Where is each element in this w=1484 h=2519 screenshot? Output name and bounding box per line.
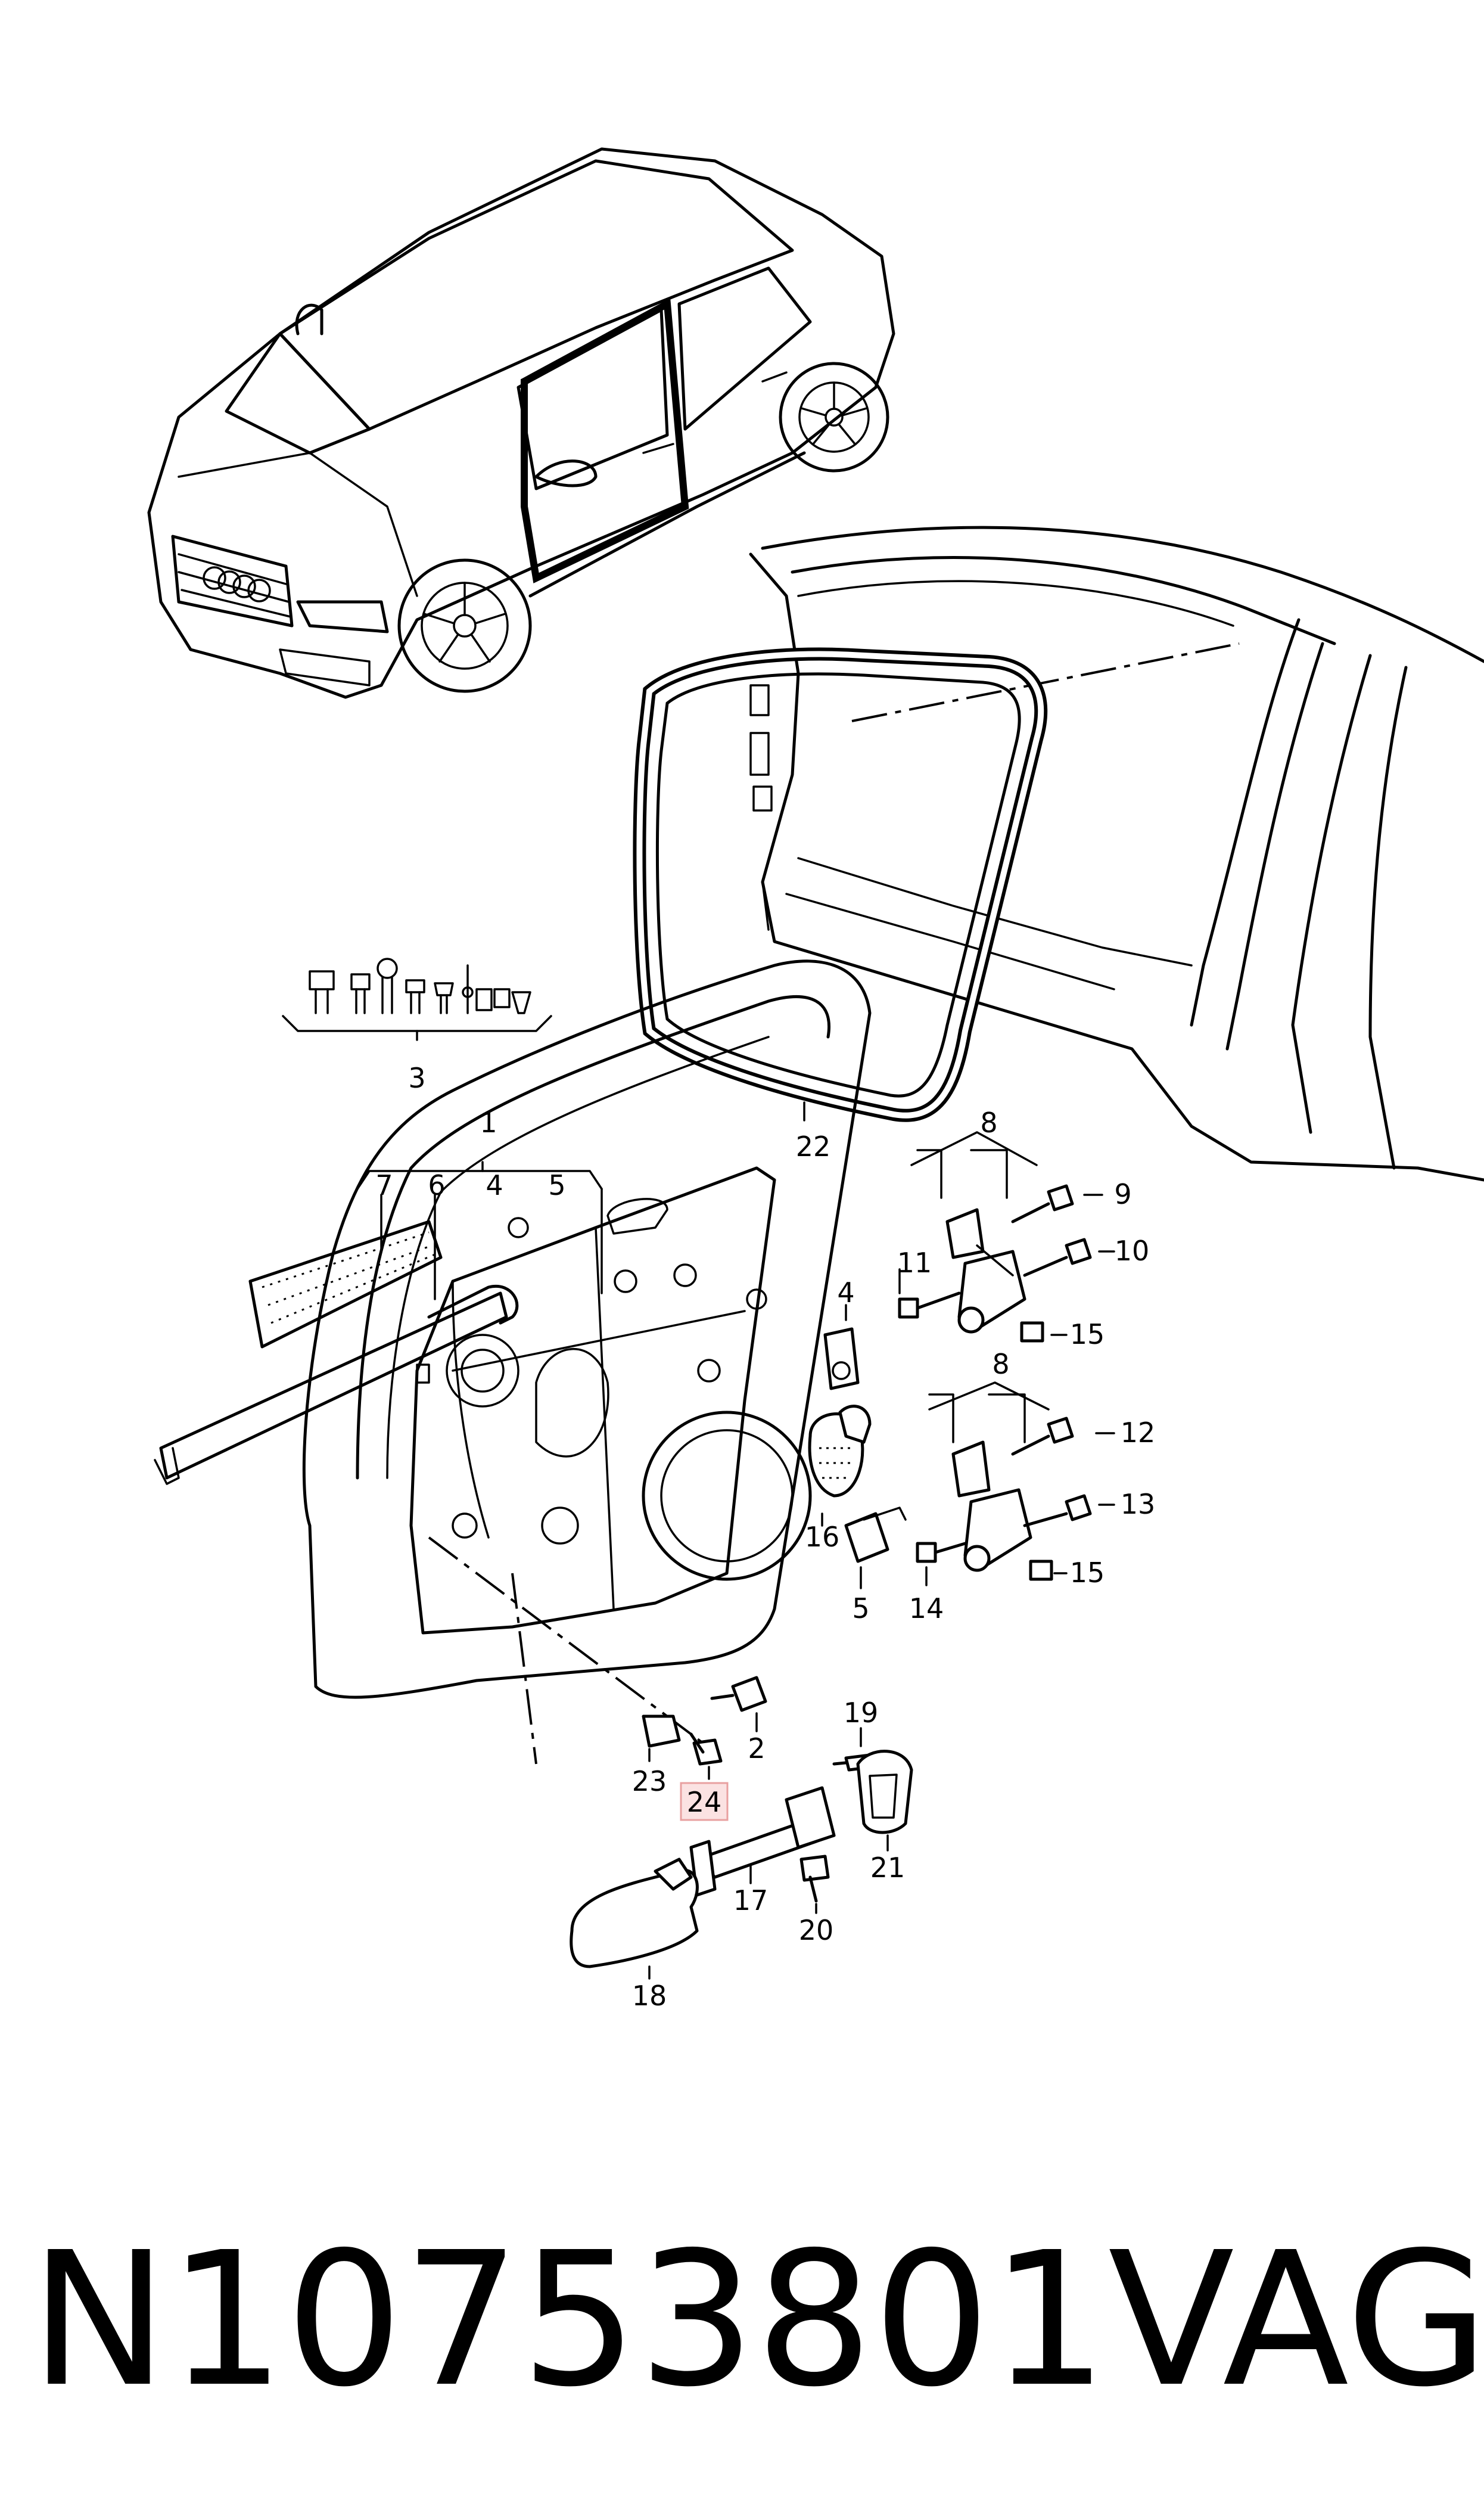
callout-1: 1	[480, 1107, 497, 1139]
door-screws-illustration	[642, 1676, 767, 1766]
callout-4-door: 4	[486, 1169, 503, 1201]
callout-14: 14	[909, 1592, 944, 1625]
callout-10: 10	[1115, 1235, 1150, 1267]
callout-21: 21	[870, 1852, 906, 1884]
callout-3: 3	[408, 1062, 425, 1094]
callout-15-upper: 15	[1070, 1318, 1105, 1350]
callout-16: 16	[805, 1521, 840, 1553]
callout-13: 13	[1121, 1488, 1156, 1520]
callout-5-door: 5	[548, 1169, 565, 1201]
upper-hinge-illustration	[898, 1149, 1092, 1343]
callout-24: 24	[687, 1786, 722, 1818]
car-overview-illustration	[147, 147, 895, 699]
callout-8-upper: 8	[980, 1107, 997, 1139]
leader-lines	[282, 1015, 1115, 1980]
callout-18: 18	[632, 1980, 667, 2012]
callout-22: 22	[796, 1130, 831, 1163]
callout-4: 4	[837, 1276, 854, 1309]
small-parts-illustration	[808, 1327, 907, 1563]
body-side-frame-illustration	[749, 526, 1484, 1182]
sound-pad-illustration	[248, 1220, 443, 1349]
callout-11: 11	[897, 1247, 932, 1279]
callout-19: 19	[844, 1697, 879, 1729]
highlight-box	[680, 1782, 729, 1821]
callout-20: 20	[799, 1914, 834, 1946]
callout-2: 2	[748, 1732, 765, 1765]
window-channel-illustration	[154, 1284, 519, 1485]
callout-labels: 3 1 7 6 4 5 22 8 9 10 11 15 4 8 12 13 16…	[375, 1062, 1155, 2012]
door-shell-illustration	[302, 959, 872, 1765]
callout-17: 17	[733, 1884, 769, 1917]
callout-5: 5	[852, 1592, 869, 1625]
callout-7: 7	[375, 1169, 393, 1201]
callout-6: 6	[428, 1169, 445, 1201]
callout-15-lower: 15	[1070, 1557, 1105, 1589]
part-number: N10753801	[30, 2213, 1108, 2428]
lower-hinge-illustration	[916, 1393, 1092, 1581]
callout-12: 12	[1121, 1417, 1156, 1449]
brand-label: VAG	[1108, 2213, 1484, 2428]
callout-23: 23	[632, 1765, 667, 1797]
door-seal-illustration	[633, 647, 1048, 1122]
door-check-illustration	[570, 1750, 913, 1968]
fastener-set-illustration	[309, 958, 531, 1014]
callout-8-lower: 8	[992, 1348, 1009, 1380]
callout-9: 9	[1114, 1178, 1131, 1210]
